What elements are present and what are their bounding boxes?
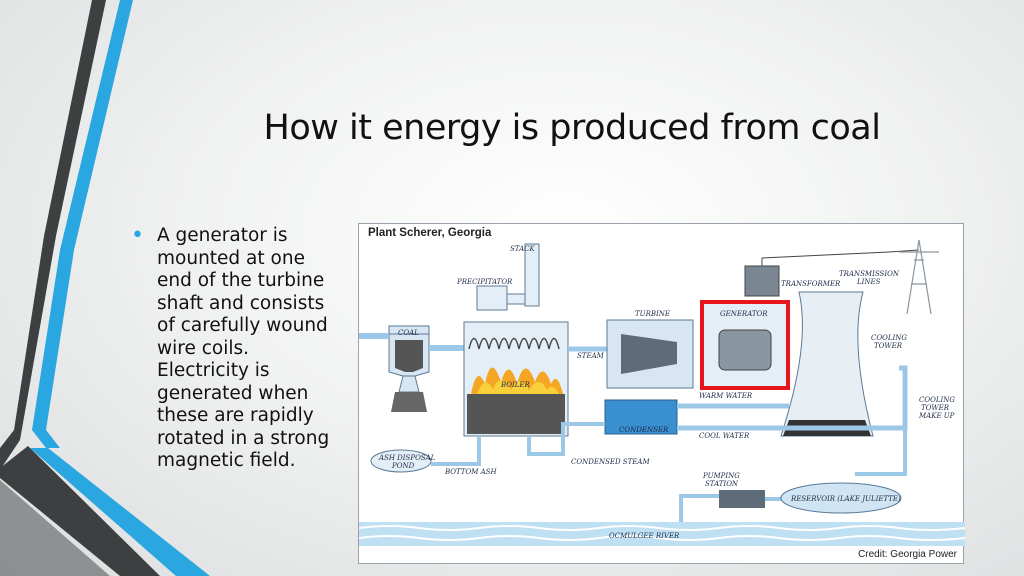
label-transmission-1: TRANSMISSION xyxy=(839,270,900,278)
figure-title: Plant Scherer, Georgia xyxy=(368,227,492,239)
label-transformer: TRANSFORMER xyxy=(781,280,841,288)
label-generator: GENERATOR xyxy=(720,310,768,318)
label-cooling-tower-2: TOWER xyxy=(874,342,903,350)
label-pumping-2: STATION xyxy=(705,480,739,488)
condenser xyxy=(604,399,678,435)
reservoir xyxy=(780,482,902,514)
label-cooling-tower-1: COOLING xyxy=(871,334,907,342)
label-cool-water: COOL WATER xyxy=(699,432,750,440)
diagram-canvas: OCMULGEE RIVER COAL STACK PRECIPITATOR B… xyxy=(359,239,965,546)
bullet-dot-icon: • xyxy=(131,223,144,248)
coal-hopper: COAL xyxy=(388,325,430,412)
cooling-tower: COOLING TOWER xyxy=(780,291,907,437)
label-bottom-ash: BOTTOM ASH xyxy=(444,468,497,476)
label-makeup-1: COOLING xyxy=(919,396,955,404)
boiler: BOILER xyxy=(463,321,569,437)
bullet-text: A generator is mounted at one end of the… xyxy=(157,225,330,471)
label-river: OCMULGEE RIVER xyxy=(609,532,680,540)
decorative-side-bands xyxy=(0,0,210,576)
label-pumping-1: PUMPING xyxy=(702,472,740,480)
generator: GENERATOR xyxy=(700,300,790,390)
pumping-station xyxy=(719,490,765,508)
label-stack: STACK xyxy=(510,245,535,253)
label-ash-pond-2: POND xyxy=(391,462,415,470)
transmission-tower-icon xyxy=(899,239,939,315)
label-makeup-2: TOWER xyxy=(921,404,950,412)
label-reservoir: RESERVOIR (LAKE JULIETTE) xyxy=(790,495,901,503)
power-plant-diagram: OCMULGEE RIVER COAL STACK PRECIPITATOR B… xyxy=(358,223,965,564)
slide-title: How it energy is produced from coal xyxy=(263,108,881,148)
label-precipitator: PRECIPITATOR xyxy=(456,278,513,286)
turbine: TURBINE xyxy=(606,310,694,389)
label-makeup-3: MAKE UP xyxy=(918,412,955,420)
figure-credit: Credit: Georgia Power xyxy=(858,549,957,560)
label-transmission-2: LINES xyxy=(856,278,881,286)
label-steam: STEAM xyxy=(577,352,605,360)
label-turbine: TURBINE xyxy=(635,310,670,318)
label-condenser: CONDENSER xyxy=(619,426,669,434)
label-ash-pond-1: ASH DISPOSAL xyxy=(378,454,436,462)
label-boiler: BOILER xyxy=(500,381,531,389)
label-coal: COAL xyxy=(398,329,419,337)
label-condensed-steam: CONDENSED STEAM xyxy=(571,458,650,466)
bullet-item: • A generator is mounted at one end of t… xyxy=(131,223,343,473)
label-warm-water: WARM WATER xyxy=(699,392,753,400)
